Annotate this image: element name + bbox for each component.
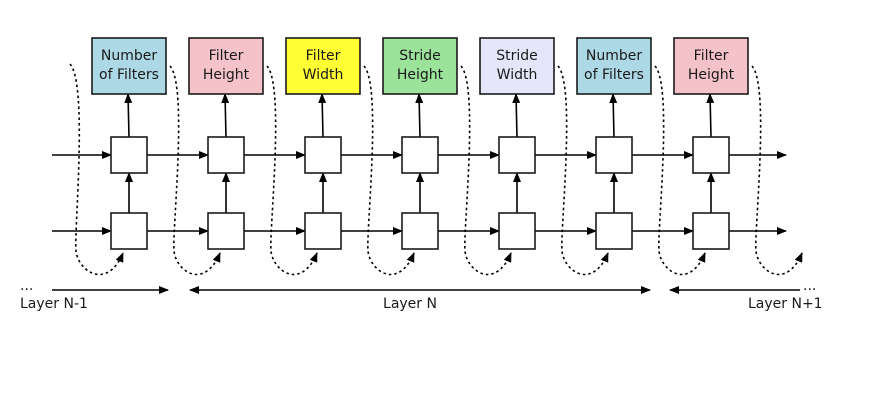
output-box-label: Width xyxy=(497,67,538,83)
output-box-label: Number xyxy=(586,48,642,64)
output-box-label: Number xyxy=(101,48,157,64)
output-box: Number of Filters xyxy=(91,37,167,95)
rnn-cell-top xyxy=(401,136,439,174)
feedback-connections xyxy=(69,63,803,276)
rnn-cell-top xyxy=(110,136,148,174)
output-box-label: Height xyxy=(203,67,250,83)
output-box-label: Stride xyxy=(399,48,441,64)
output-box-bg xyxy=(285,37,361,95)
rnn-cell-bottom xyxy=(692,212,730,250)
feedback-curve xyxy=(169,65,221,276)
output-box-bg xyxy=(479,37,555,95)
v-arrow-out xyxy=(221,93,230,138)
rnn-cell-bottom xyxy=(595,212,633,250)
output-box-label: Width xyxy=(303,67,344,83)
output-box-label: Height xyxy=(688,67,735,83)
feedback-curve xyxy=(460,65,512,276)
rnn-cell-top xyxy=(207,136,245,174)
output-box-bg xyxy=(188,37,264,95)
output-box-label: Height xyxy=(397,67,444,83)
rnn-cell-top xyxy=(304,136,342,174)
output-box-bg xyxy=(382,37,458,95)
rnn-cell-top xyxy=(692,136,730,174)
horizontal-connections xyxy=(52,151,787,235)
rnn-cell-bottom xyxy=(498,212,536,250)
output-box-label: Stride xyxy=(496,48,538,64)
feedback-curve xyxy=(557,65,609,276)
rnn-cells xyxy=(110,136,730,250)
ellipsis-right: ... xyxy=(803,278,816,294)
rnn-cell-bottom xyxy=(401,212,439,250)
output-box-bg xyxy=(576,37,652,95)
rnn-cell-top xyxy=(498,136,536,174)
output-box-label: Filter xyxy=(306,48,341,64)
output-box-label: Filter xyxy=(694,48,729,64)
v-arrow-out xyxy=(706,93,715,138)
layer-prev-label: Layer N-1 xyxy=(20,296,88,312)
layer-spans: Layer N-1 Layer N Layer N+1 ... ... xyxy=(20,278,823,312)
feedback-curve xyxy=(751,65,803,276)
rnn-cell-bottom xyxy=(304,212,342,250)
v-arrow-out xyxy=(609,93,618,138)
rnn-cell-bottom xyxy=(110,212,148,250)
output-box-label: of Filters xyxy=(584,67,644,83)
output-box: Number of Filters xyxy=(576,37,652,95)
vertical-connections xyxy=(124,93,715,213)
output-box-bg xyxy=(91,37,167,95)
layer-current-label: Layer N xyxy=(383,296,437,312)
ellipsis-left: ... xyxy=(20,278,33,294)
feedback-curve xyxy=(363,65,415,276)
rnn-cell-top xyxy=(595,136,633,174)
v-arrow-out xyxy=(124,93,133,138)
v-arrow-out xyxy=(415,93,424,138)
output-box-bg xyxy=(673,37,749,95)
output-box-label: Filter xyxy=(209,48,244,64)
feedback-curve-lead xyxy=(69,63,124,276)
v-arrow-out xyxy=(512,93,521,138)
layer-next-label: Layer N+1 xyxy=(748,296,823,312)
feedback-curve xyxy=(266,65,318,276)
output-box-label: of Filters xyxy=(99,67,159,83)
v-arrow-out xyxy=(318,93,327,138)
feedback-curve xyxy=(654,65,706,276)
rnn-cell-bottom xyxy=(207,212,245,250)
